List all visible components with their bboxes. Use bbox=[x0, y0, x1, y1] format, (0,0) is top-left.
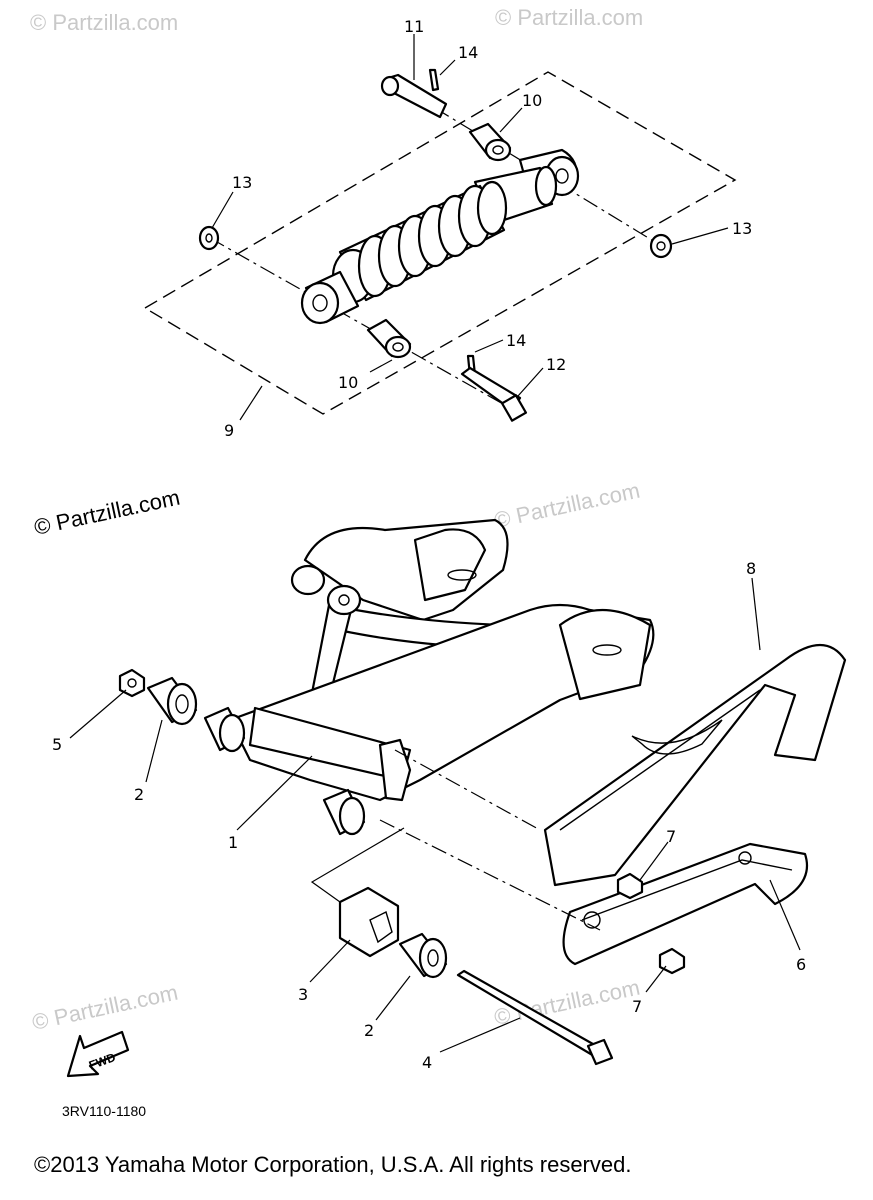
rear-shock-absorber bbox=[300, 148, 580, 325]
chain-guard-bolt-upper bbox=[616, 872, 644, 900]
diagram-reference-code: 3RV110-1180 bbox=[62, 1103, 146, 1119]
watermark: © Partzilla.com bbox=[30, 10, 178, 35]
callout-10: 10 bbox=[522, 91, 542, 110]
bushing-upper bbox=[146, 676, 198, 726]
guard-centerline bbox=[394, 749, 541, 831]
chain-guard-bolt-lower bbox=[658, 947, 686, 975]
callout-2: 2 bbox=[364, 1021, 374, 1040]
callout-7: 7 bbox=[666, 827, 676, 846]
left-washer bbox=[198, 225, 220, 251]
callout-6: 6 bbox=[796, 955, 806, 974]
callout-1: 1 bbox=[228, 833, 238, 852]
right-washer bbox=[649, 233, 673, 259]
shaft-centerline bbox=[379, 819, 601, 931]
callout-5: 5 bbox=[52, 735, 62, 754]
swingarm bbox=[228, 518, 655, 802]
pivot-shaft bbox=[456, 969, 614, 1066]
pivot-collar-upper bbox=[203, 706, 246, 753]
chain-puller bbox=[562, 842, 809, 966]
watermark: © Partzilla.com bbox=[30, 980, 180, 1035]
callout-10: 10 bbox=[338, 373, 358, 392]
callout-11: 11 bbox=[404, 17, 424, 36]
chain-guard bbox=[543, 644, 847, 887]
upper-cotter-pin bbox=[428, 68, 440, 92]
upper-bolt bbox=[380, 73, 448, 119]
watermark: © Partzilla.com bbox=[32, 485, 182, 540]
dust-seal bbox=[338, 886, 400, 958]
callout-7: 7 bbox=[632, 997, 642, 1016]
lower-collar bbox=[366, 318, 412, 359]
callout-13: 13 bbox=[232, 173, 252, 192]
upper-collar bbox=[468, 122, 512, 162]
callout-4: 4 bbox=[422, 1053, 432, 1072]
callout-14: 14 bbox=[458, 43, 478, 62]
pivot-nut bbox=[118, 668, 146, 698]
watermark: © Partzilla.com bbox=[492, 478, 642, 533]
callout-14: 14 bbox=[506, 331, 526, 350]
callout-8: 8 bbox=[746, 559, 756, 578]
callout-13: 13 bbox=[732, 219, 752, 238]
callout-12: 12 bbox=[546, 355, 566, 374]
callout-9: 9 bbox=[224, 421, 234, 440]
callout-3: 3 bbox=[298, 985, 308, 1004]
dust-seal-leader bbox=[310, 827, 405, 903]
bushing-lower bbox=[398, 932, 448, 979]
shock-assembly-dashed-box bbox=[143, 71, 737, 415]
exploded-parts-diagram: © Partzilla.com © Partzilla.com © Partzi… bbox=[30, 5, 847, 1119]
lower-bolt bbox=[460, 366, 528, 422]
watermark: © Partzilla.com bbox=[495, 5, 643, 30]
pivot-collar-lower bbox=[322, 788, 366, 836]
copyright-notice: ©2013 Yamaha Motor Corporation, U.S.A. A… bbox=[34, 1152, 632, 1177]
forward-direction-arrow: FWD bbox=[66, 1030, 130, 1078]
callout-2: 2 bbox=[134, 785, 144, 804]
